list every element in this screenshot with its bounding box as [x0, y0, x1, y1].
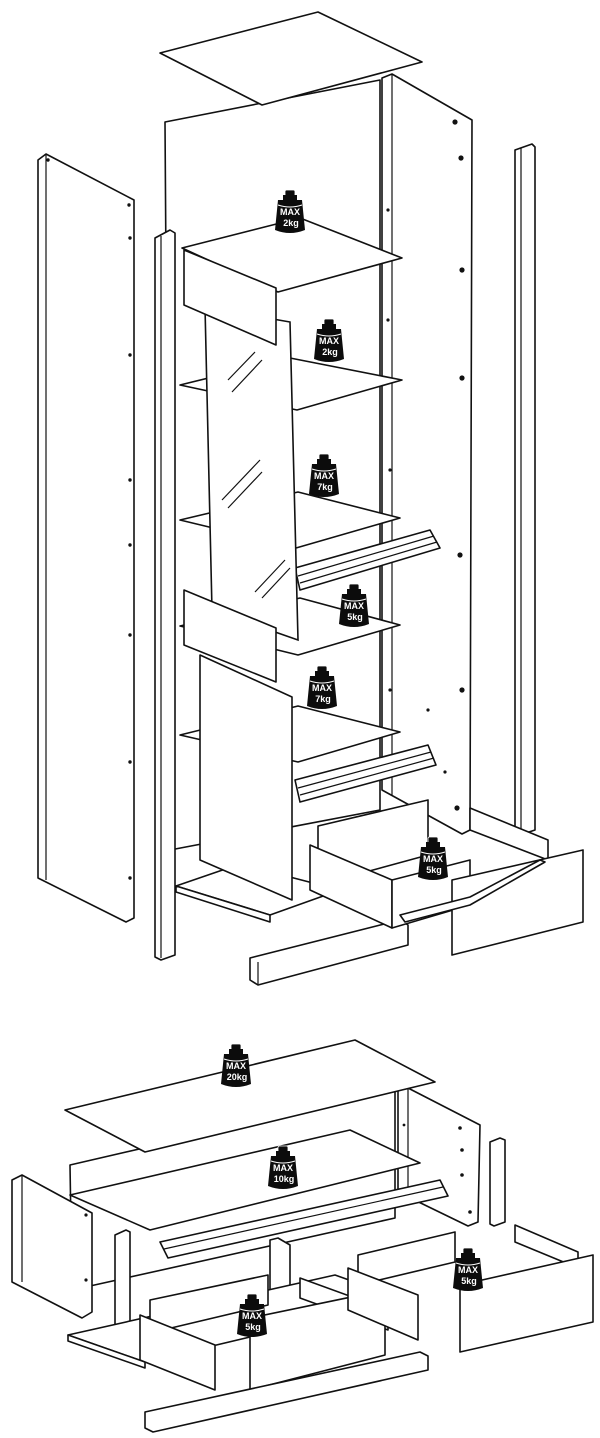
weight-load-label: 20kg [227, 1072, 248, 1082]
cabinet-left-side-panel [37, 153, 135, 923]
weight-max-label: MAX [312, 683, 332, 693]
weight-load-label: 5kg [461, 1276, 477, 1286]
tv-right-side-panel [397, 1087, 481, 1227]
weight-load-label: 7kg [315, 694, 331, 704]
weight-load-label: 7kg [317, 482, 333, 492]
tv-front-left-post [114, 1229, 131, 1336]
tv-rail [159, 1179, 449, 1259]
weight-max-label: MAX [273, 1163, 293, 1173]
weight-max-label: MAX [458, 1265, 478, 1275]
weight-max-label: MAX [344, 601, 364, 611]
weight-max-label: MAX [242, 1311, 262, 1321]
tv-left-drawer-front [249, 1289, 386, 1391]
weight-load-label: 10kg [274, 1174, 295, 1184]
weight-max-label: MAX [423, 854, 443, 864]
tv-unit [11, 1039, 594, 1433]
weight-load-label: 5kg [426, 865, 442, 875]
cabinet-front-left-post [154, 229, 176, 961]
tv-right-drawer-front [459, 1254, 594, 1353]
cabinet-solid-door [199, 654, 293, 901]
tv-top-panel [64, 1039, 436, 1153]
cabinet-upper-front-rail [183, 249, 277, 346]
weight-load-label: 2kg [322, 347, 338, 357]
cabinet-glass-door [204, 306, 299, 642]
weight-load-label: 5kg [245, 1322, 261, 1332]
weight-max-label: MAX [280, 207, 300, 217]
cabinet-middle-front-rail [183, 589, 277, 683]
tv-middle-shelf [69, 1129, 421, 1231]
cabinet-upper-rail [294, 529, 441, 591]
cabinet-drawer-assembly [309, 799, 584, 956]
cabinet-right-post [514, 143, 536, 836]
weight-load-label: 5kg [347, 612, 363, 622]
tv-plinth [144, 1351, 429, 1433]
cabinet-plinth [249, 919, 409, 986]
weight-load-label: 2kg [283, 218, 299, 228]
weight-max-label: MAX [226, 1061, 246, 1071]
right-panel-holes [386, 119, 465, 811]
tv-right-drawer [347, 1224, 594, 1353]
tv-right-post [489, 1137, 506, 1227]
cabinet-lower-rail [294, 744, 437, 803]
cabinet-right-side-panel [381, 73, 473, 835]
weight-max-label: MAX [319, 336, 339, 346]
tall-cabinet [37, 11, 584, 986]
weight-max-label: MAX [314, 471, 334, 481]
cabinet-top-panel [159, 11, 423, 106]
weights-layer: MAX2kgMAX2kgMAX7kgMAX5kgMAX7kgMAX5kgMAX2… [221, 189, 483, 1337]
left-panel-holes [46, 158, 132, 880]
